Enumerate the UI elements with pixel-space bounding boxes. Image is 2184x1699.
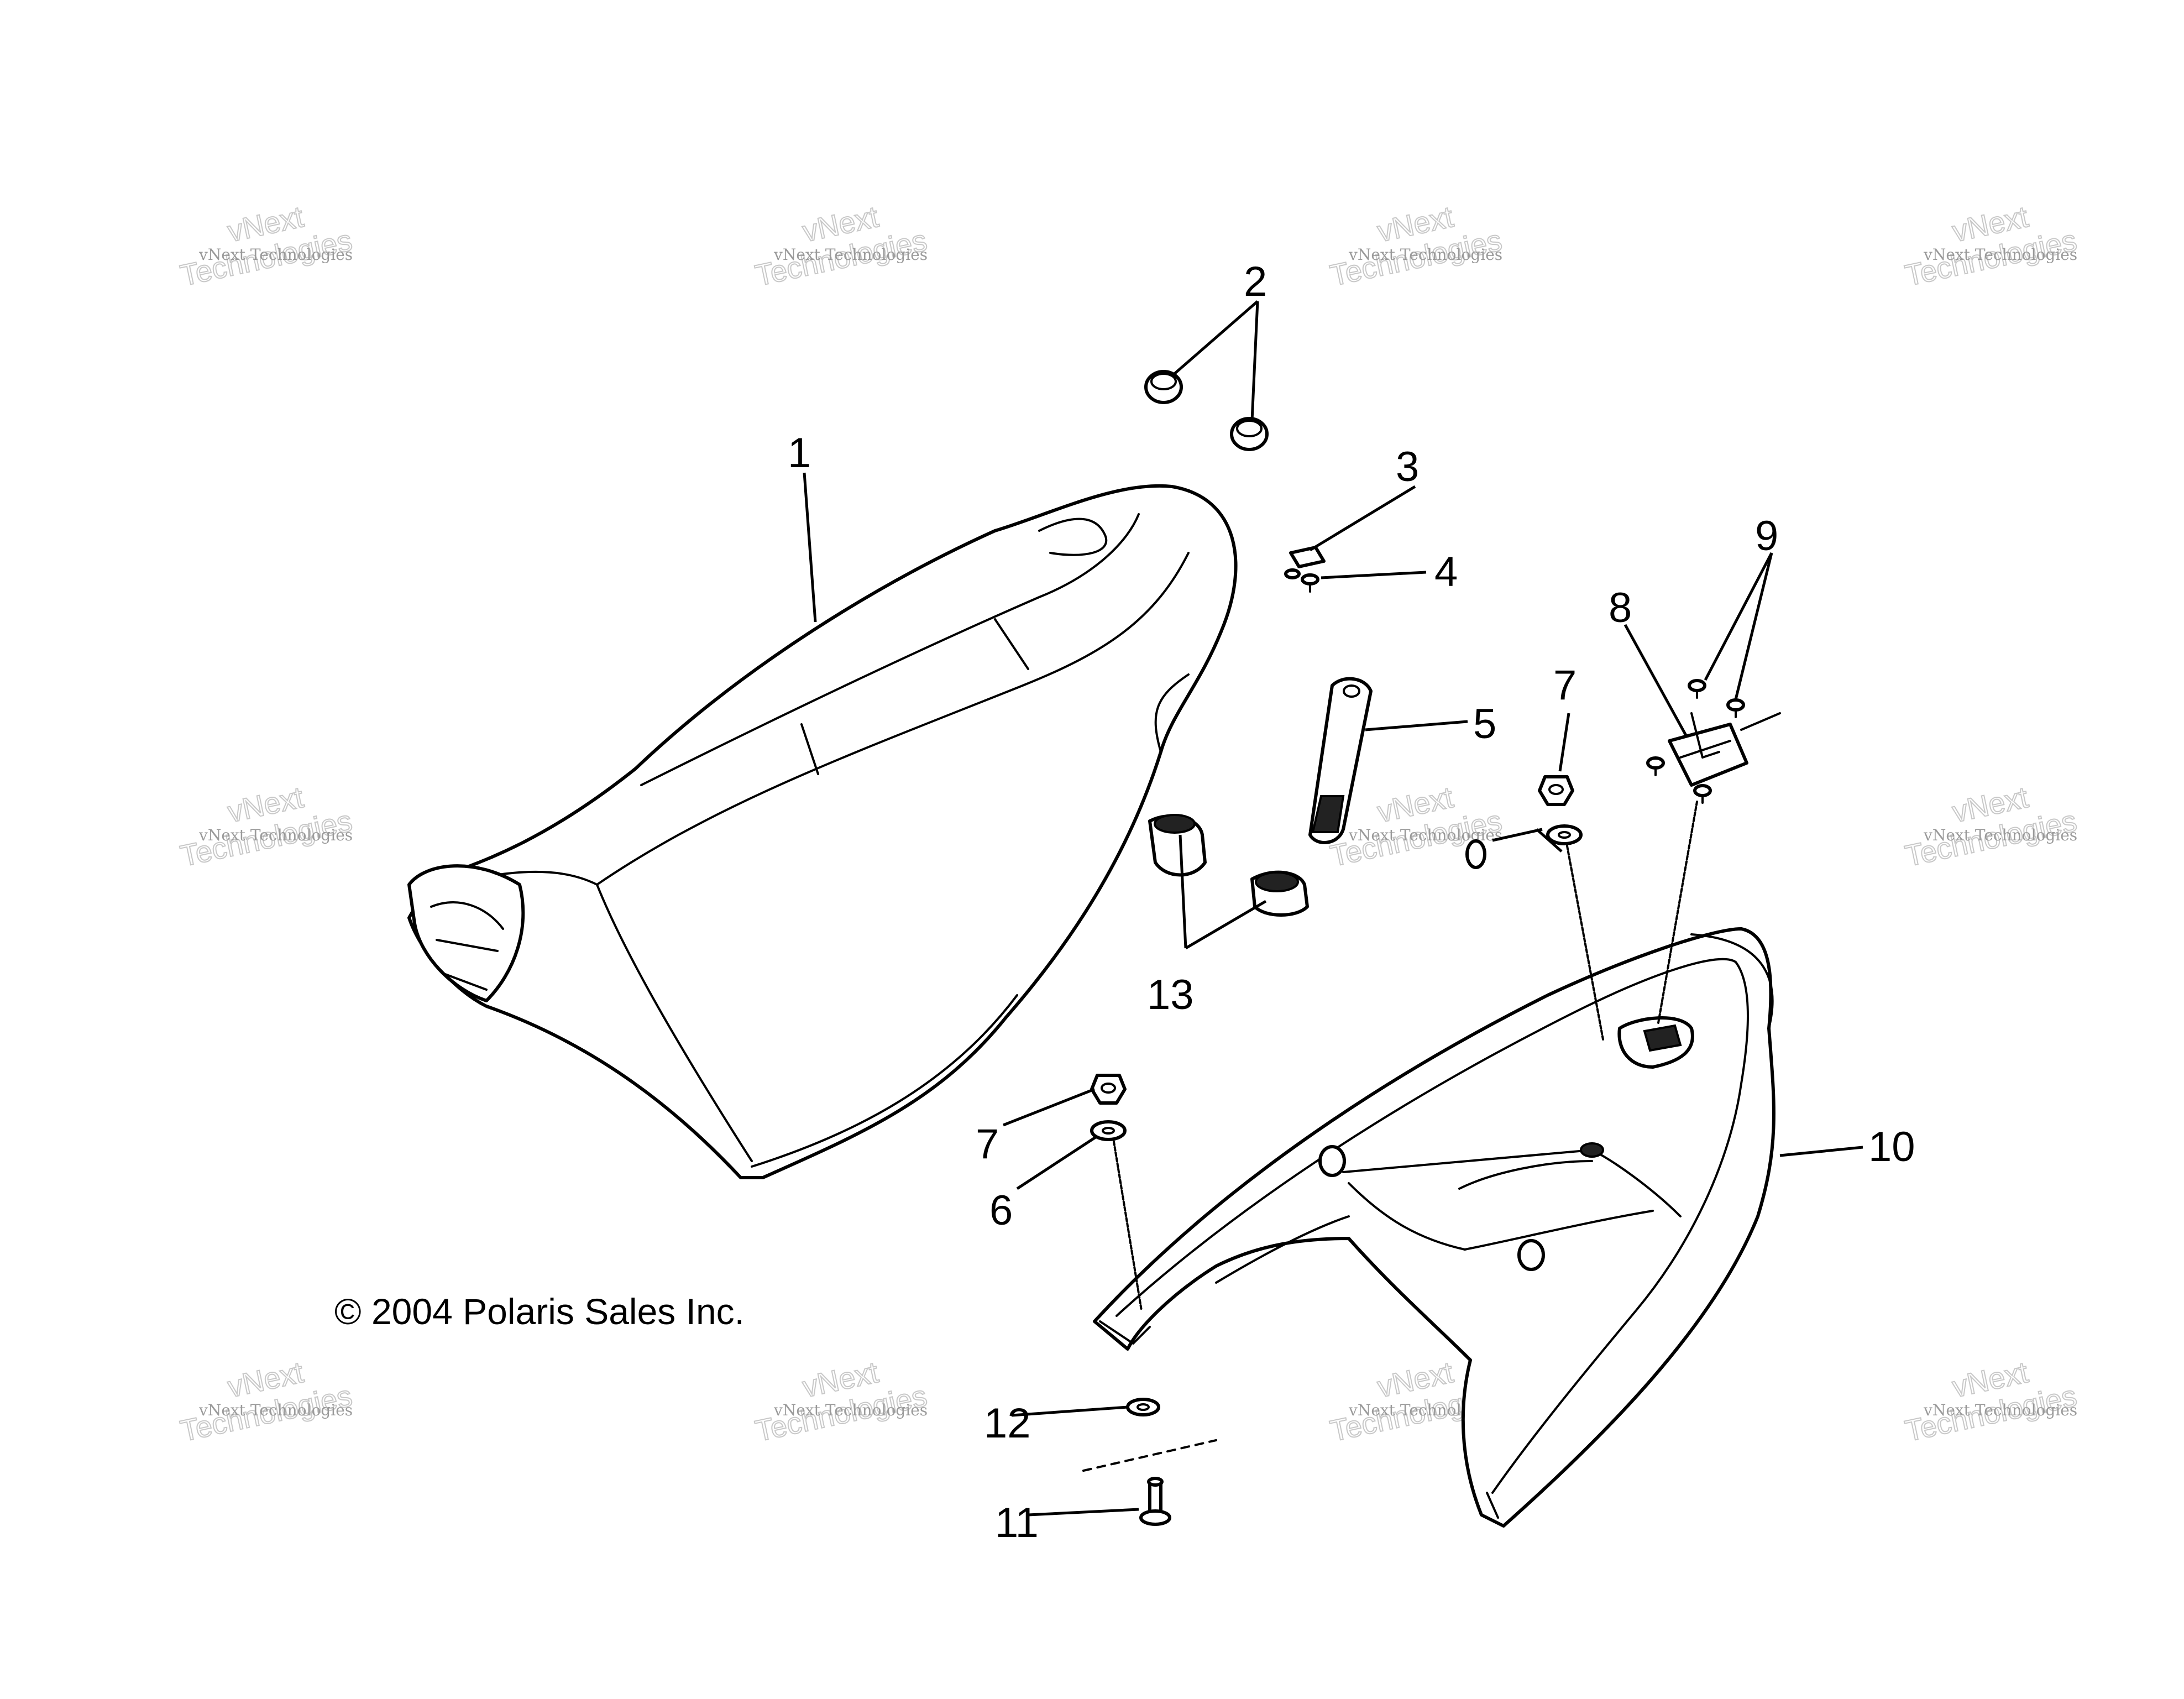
pin	[1139, 1477, 1171, 1526]
washer-lower	[1090, 1120, 1127, 1141]
svg-text:vNext Technologies: vNext Technologies	[1923, 826, 2077, 844]
callout-9: 9	[1755, 513, 1778, 560]
latch-bracket	[1668, 712, 1781, 787]
latch-screw-b	[1726, 698, 1745, 718]
callout-1: 1	[788, 430, 811, 477]
bumper-lower-right	[1250, 870, 1309, 917]
callout-5: 5	[1473, 700, 1496, 747]
callout-6: 6	[989, 1187, 1013, 1234]
latch-screw-a	[1688, 679, 1706, 699]
bumper-upper-left	[1144, 370, 1183, 404]
copyright-notice: © 2004 Polaris Sales Inc.	[334, 1291, 745, 1332]
bumper-upper-right	[1230, 417, 1269, 451]
nut-upper	[1538, 775, 1574, 806]
watermark: vNext Technologies vNext Technologies	[752, 200, 930, 293]
watermark: vNext Technologies vNext Technologies	[1902, 780, 2080, 874]
strap	[1308, 677, 1373, 844]
callout-7-lower: 7	[976, 1121, 999, 1168]
leader-lines	[803, 300, 1863, 1517]
callout-13: 13	[1147, 971, 1194, 1018]
svg-text:vNext Technologies: vNext Technologies	[1923, 245, 2077, 264]
watermark: vNext Technologies vNext Technologies	[1902, 1355, 2080, 1449]
screw	[1284, 568, 1319, 593]
watermark: vNext Technologies vNext Technologies	[177, 1355, 355, 1449]
seat-cushion	[407, 484, 1238, 1179]
latch-screw-d	[1693, 784, 1712, 804]
watermark: vNext Technologies vNext Technologies	[1902, 200, 2080, 293]
svg-text:vNext Technologies: vNext Technologies	[198, 826, 353, 844]
callout-11: 11	[995, 1499, 1039, 1546]
nut-lower	[1090, 1074, 1127, 1105]
svg-text:vNext Technologies: vNext Technologies	[198, 245, 353, 264]
callout-3: 3	[1396, 443, 1419, 490]
o-ring	[1465, 839, 1486, 869]
watermark: vNext Technologies vNext Technologies	[177, 780, 355, 874]
callouts: 1 2 3 4 5 6 7 7 8 9 10 11 12 13	[788, 258, 1915, 1546]
bumper-lower-left	[1148, 814, 1207, 877]
latch-screw-c	[1646, 756, 1665, 776]
svg-text:vNext Technologies: vNext Technologies	[1923, 1401, 2077, 1419]
washer-upper	[1546, 824, 1583, 845]
callout-12: 12	[984, 1400, 1031, 1447]
callout-4: 4	[1434, 548, 1458, 595]
callout-10: 10	[1868, 1123, 1915, 1170]
svg-text:vNext Technologies: vNext Technologies	[773, 1401, 928, 1419]
watermark: vNext Technologies vNext Technologies	[177, 200, 355, 293]
callout-7-upper: 7	[1553, 662, 1577, 709]
watermark: vNext Technologies vNext Technologies	[1327, 200, 1505, 293]
clip	[1289, 546, 1326, 568]
watermark: vNext Technologies vNext Technologies	[752, 1355, 930, 1449]
svg-text:vNext Technologies: vNext Technologies	[773, 245, 928, 264]
svg-text:vNext Technologies: vNext Technologies	[198, 1401, 353, 1419]
seat-base	[1093, 927, 1776, 1528]
callout-8: 8	[1609, 584, 1632, 631]
svg-text:vNext Technologies: vNext Technologies	[1348, 245, 1502, 264]
callout-2: 2	[1244, 258, 1267, 305]
grommet	[1126, 1398, 1160, 1416]
